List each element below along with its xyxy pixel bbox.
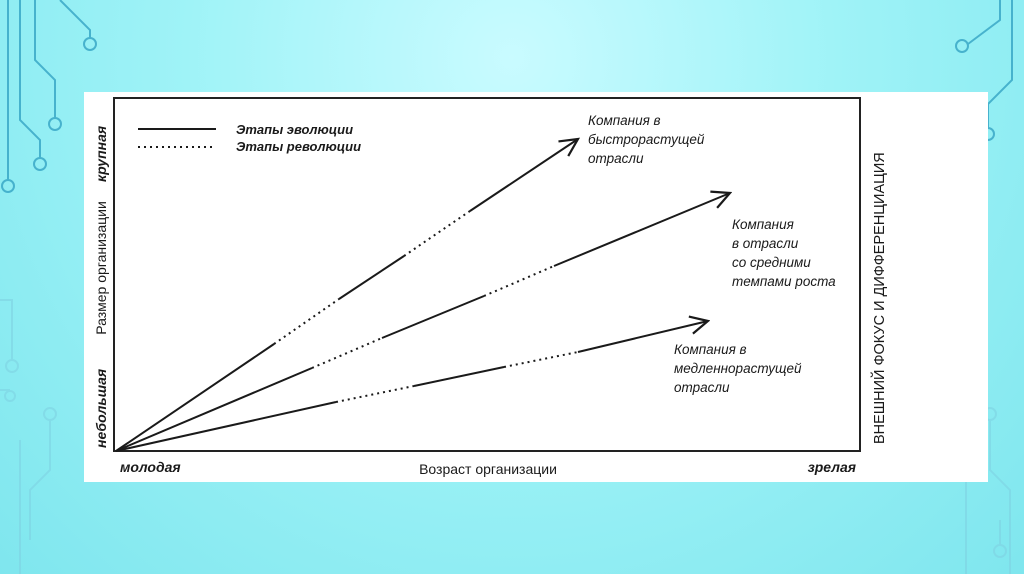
- legend-revolution-label: Этапы революции: [236, 139, 361, 154]
- y-axis-label: Размер организации: [93, 201, 109, 335]
- y-axis-high-label: крупная: [93, 126, 109, 182]
- x-axis-low-label: молодая: [120, 459, 181, 475]
- legend-evolution-label: Этапы эволюции: [236, 122, 353, 137]
- evolution-revolution-diagram: Этапы эволюции Этапы революции Компания …: [84, 92, 988, 482]
- diagram-panel: [84, 92, 988, 482]
- y-axis-low-label: небольшая: [93, 369, 109, 448]
- right-axis-label: ВНЕШНИЙ ФОКУС И ДИФФЕРЕНЦИАЦИЯ: [870, 152, 888, 444]
- x-axis-high-label: зрелая: [808, 459, 856, 475]
- x-axis-label: Возраст организации: [419, 461, 557, 477]
